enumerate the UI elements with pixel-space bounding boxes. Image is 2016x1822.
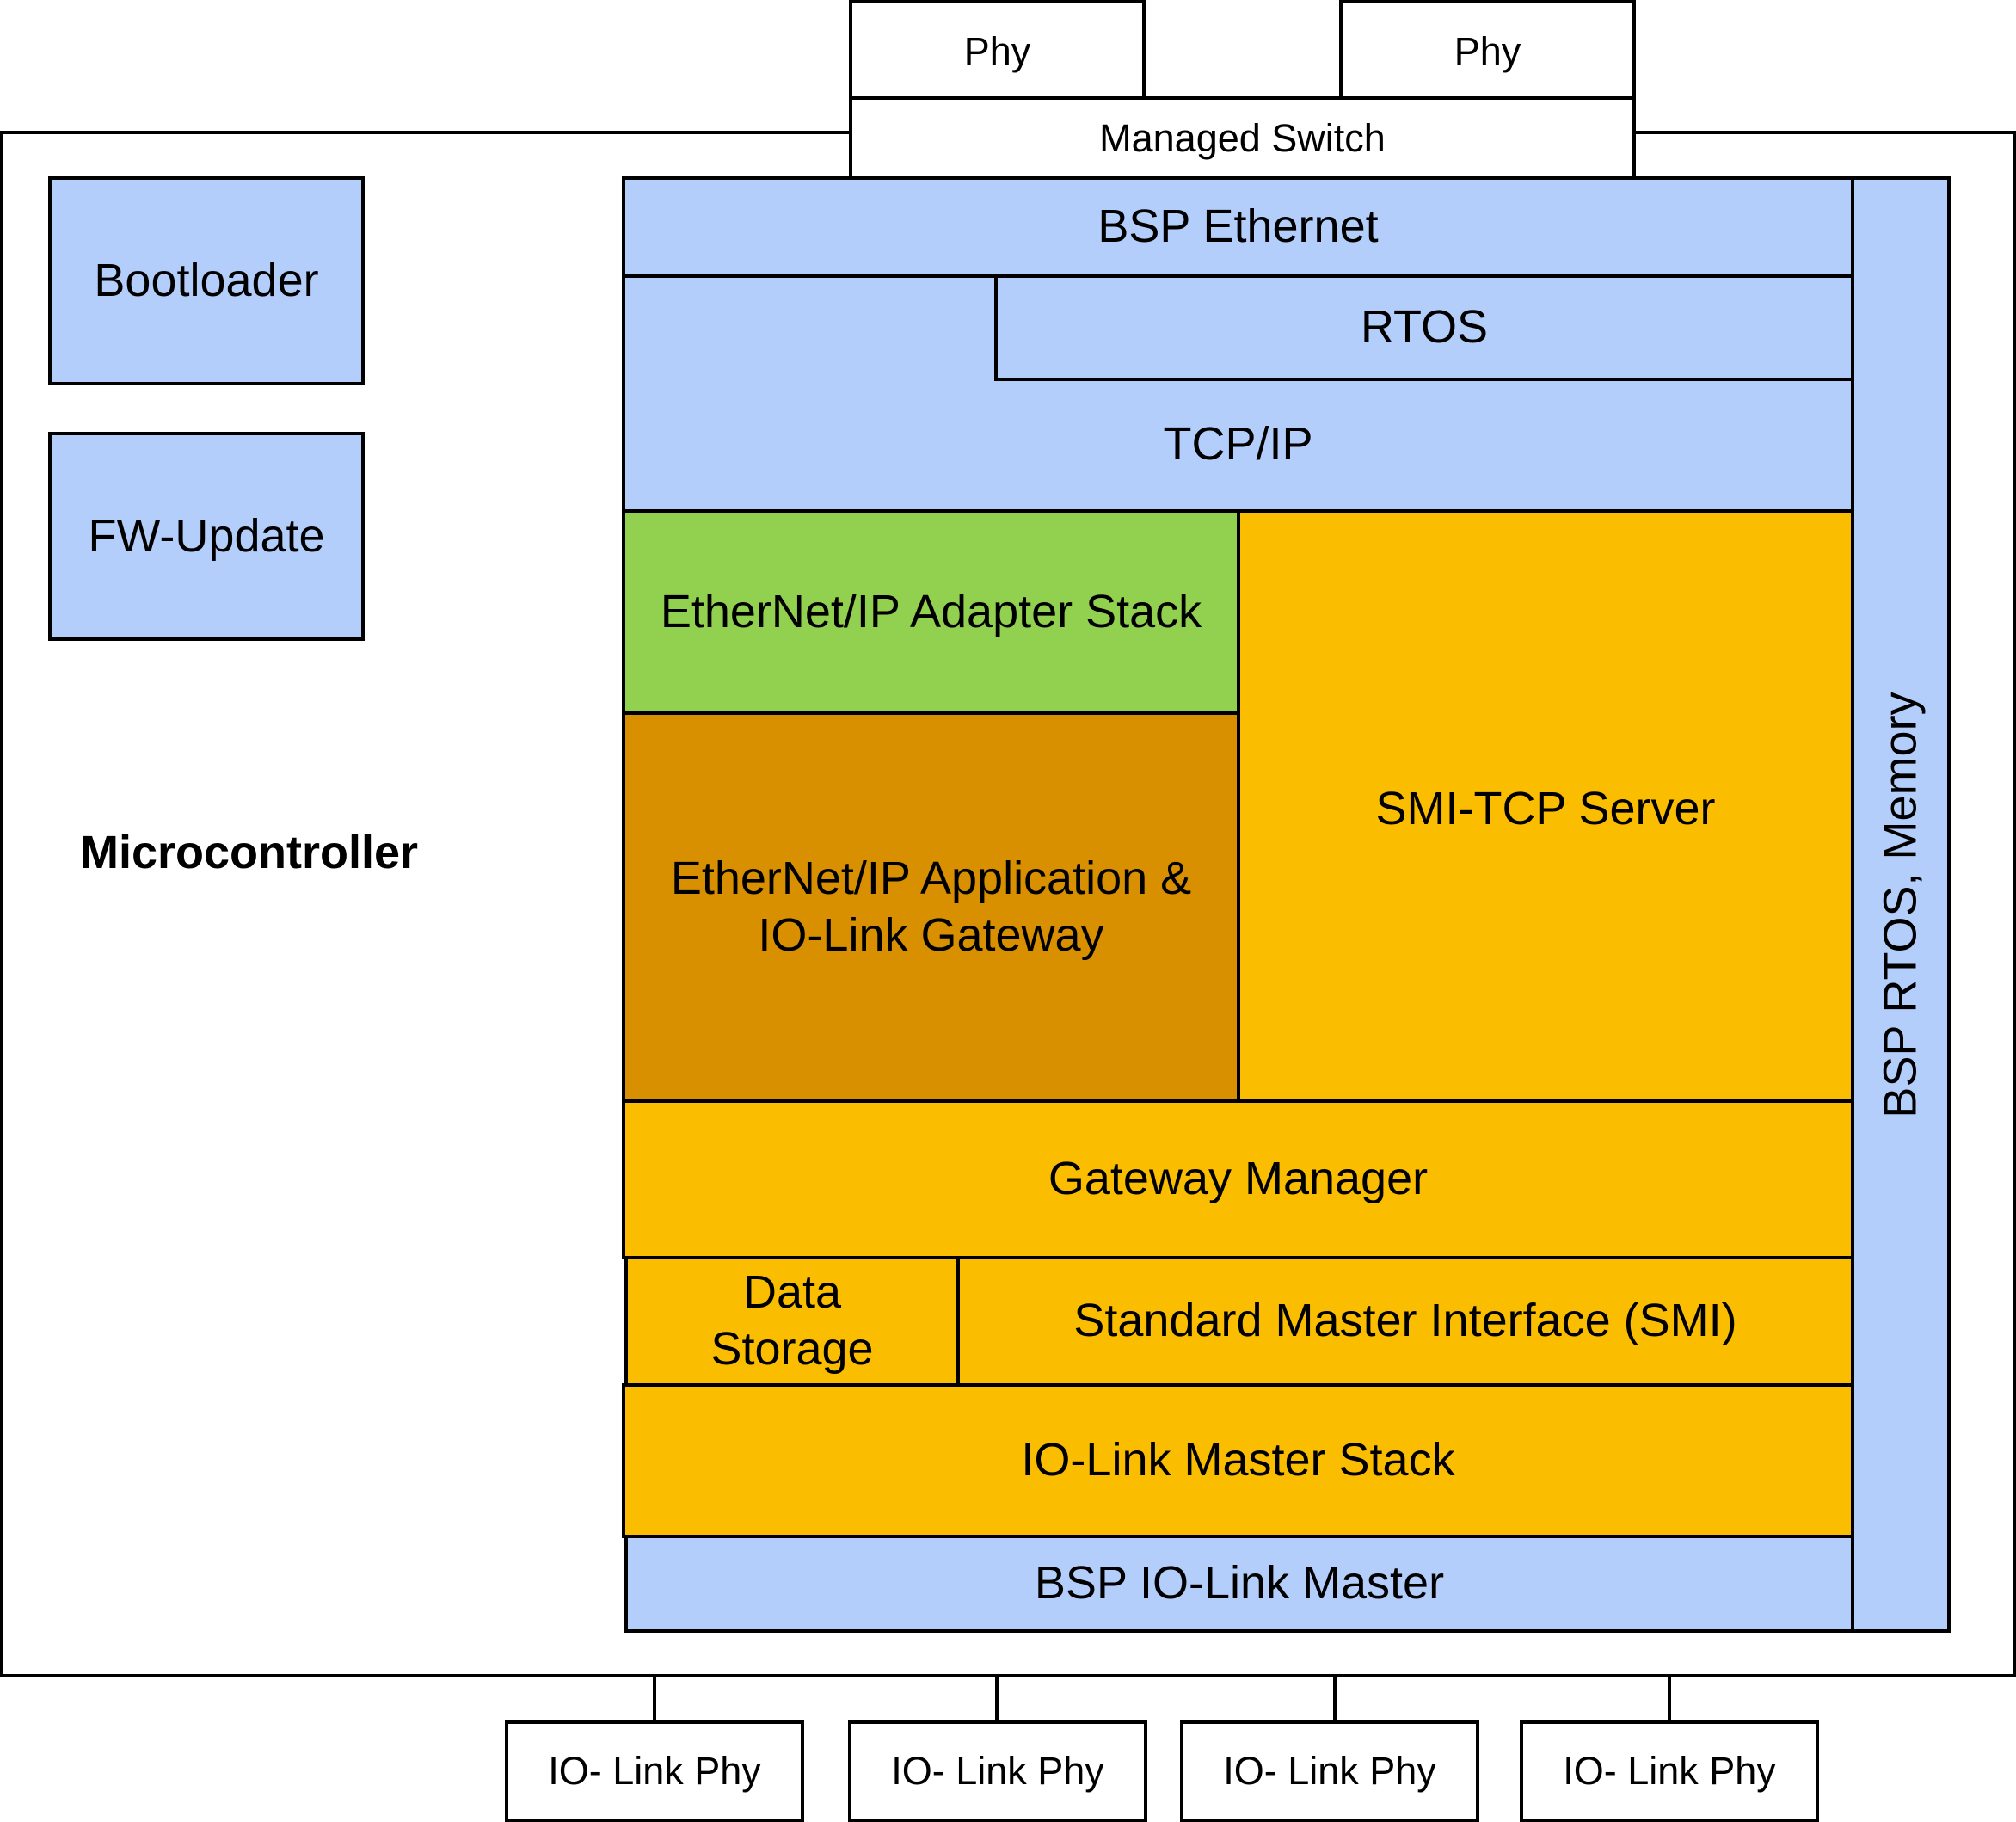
gateway-manager: Gateway Manager (622, 1099, 1854, 1259)
data-storage: Data Storage (624, 1256, 960, 1387)
ethernetip-application-gateway: EtherNet/IP Application & IO-Link Gatewa… (622, 711, 1240, 1103)
ethernetip-adapter-stack: EtherNet/IP Adapter Stack (622, 509, 1240, 715)
io-link-master-stack: IO-Link Master Stack (622, 1383, 1854, 1538)
fw-update-block: FW-Update (48, 432, 365, 641)
tcp-ip-label: TCP/IP (1163, 418, 1313, 471)
standard-master-interface: Standard Master Interface (SMI) (956, 1256, 1854, 1387)
ethernetip-application-line2: IO-Link Gateway (758, 908, 1104, 961)
managed-switch: Managed Switch (849, 96, 1636, 181)
data-storage-line1: Data (742, 1266, 842, 1319)
phy-box-1: Phy (849, 0, 1146, 103)
connector-line-1 (653, 1676, 656, 1724)
bsp-rtos-memory: BSP RTOS, Memory (1851, 176, 1951, 1633)
smi-tcp-server-label: SMI-TCP Server (1375, 783, 1716, 834)
bootloader-block: Bootloader (48, 176, 365, 385)
data-storage-line2: Storage (710, 1323, 874, 1375)
bsp-ethernet-block: BSP Ethernet (622, 176, 1854, 278)
rtos-block: RTOS (994, 274, 1854, 381)
connector-line-3 (1333, 1676, 1337, 1724)
connector-line-2 (995, 1676, 999, 1724)
io-link-phy-3: IO- Link Phy (1180, 1720, 1479, 1822)
io-link-phy-2: IO- Link Phy (848, 1720, 1147, 1822)
smi-tcp-server: SMI-TCP Server (1237, 509, 1854, 1103)
bsp-io-link-master: BSP IO-Link Master (624, 1535, 1854, 1633)
connector-line-4 (1668, 1676, 1671, 1724)
ethernetip-application-line1: EtherNet/IP Application & (670, 852, 1192, 904)
io-link-phy-4: IO- Link Phy (1520, 1720, 1819, 1822)
io-link-phy-1: IO- Link Phy (505, 1720, 804, 1822)
microcontroller-label: Microcontroller (80, 827, 419, 878)
phy-box-2: Phy (1339, 0, 1636, 103)
bsp-rtos-memory-label: BSP RTOS, Memory (1875, 691, 1927, 1118)
